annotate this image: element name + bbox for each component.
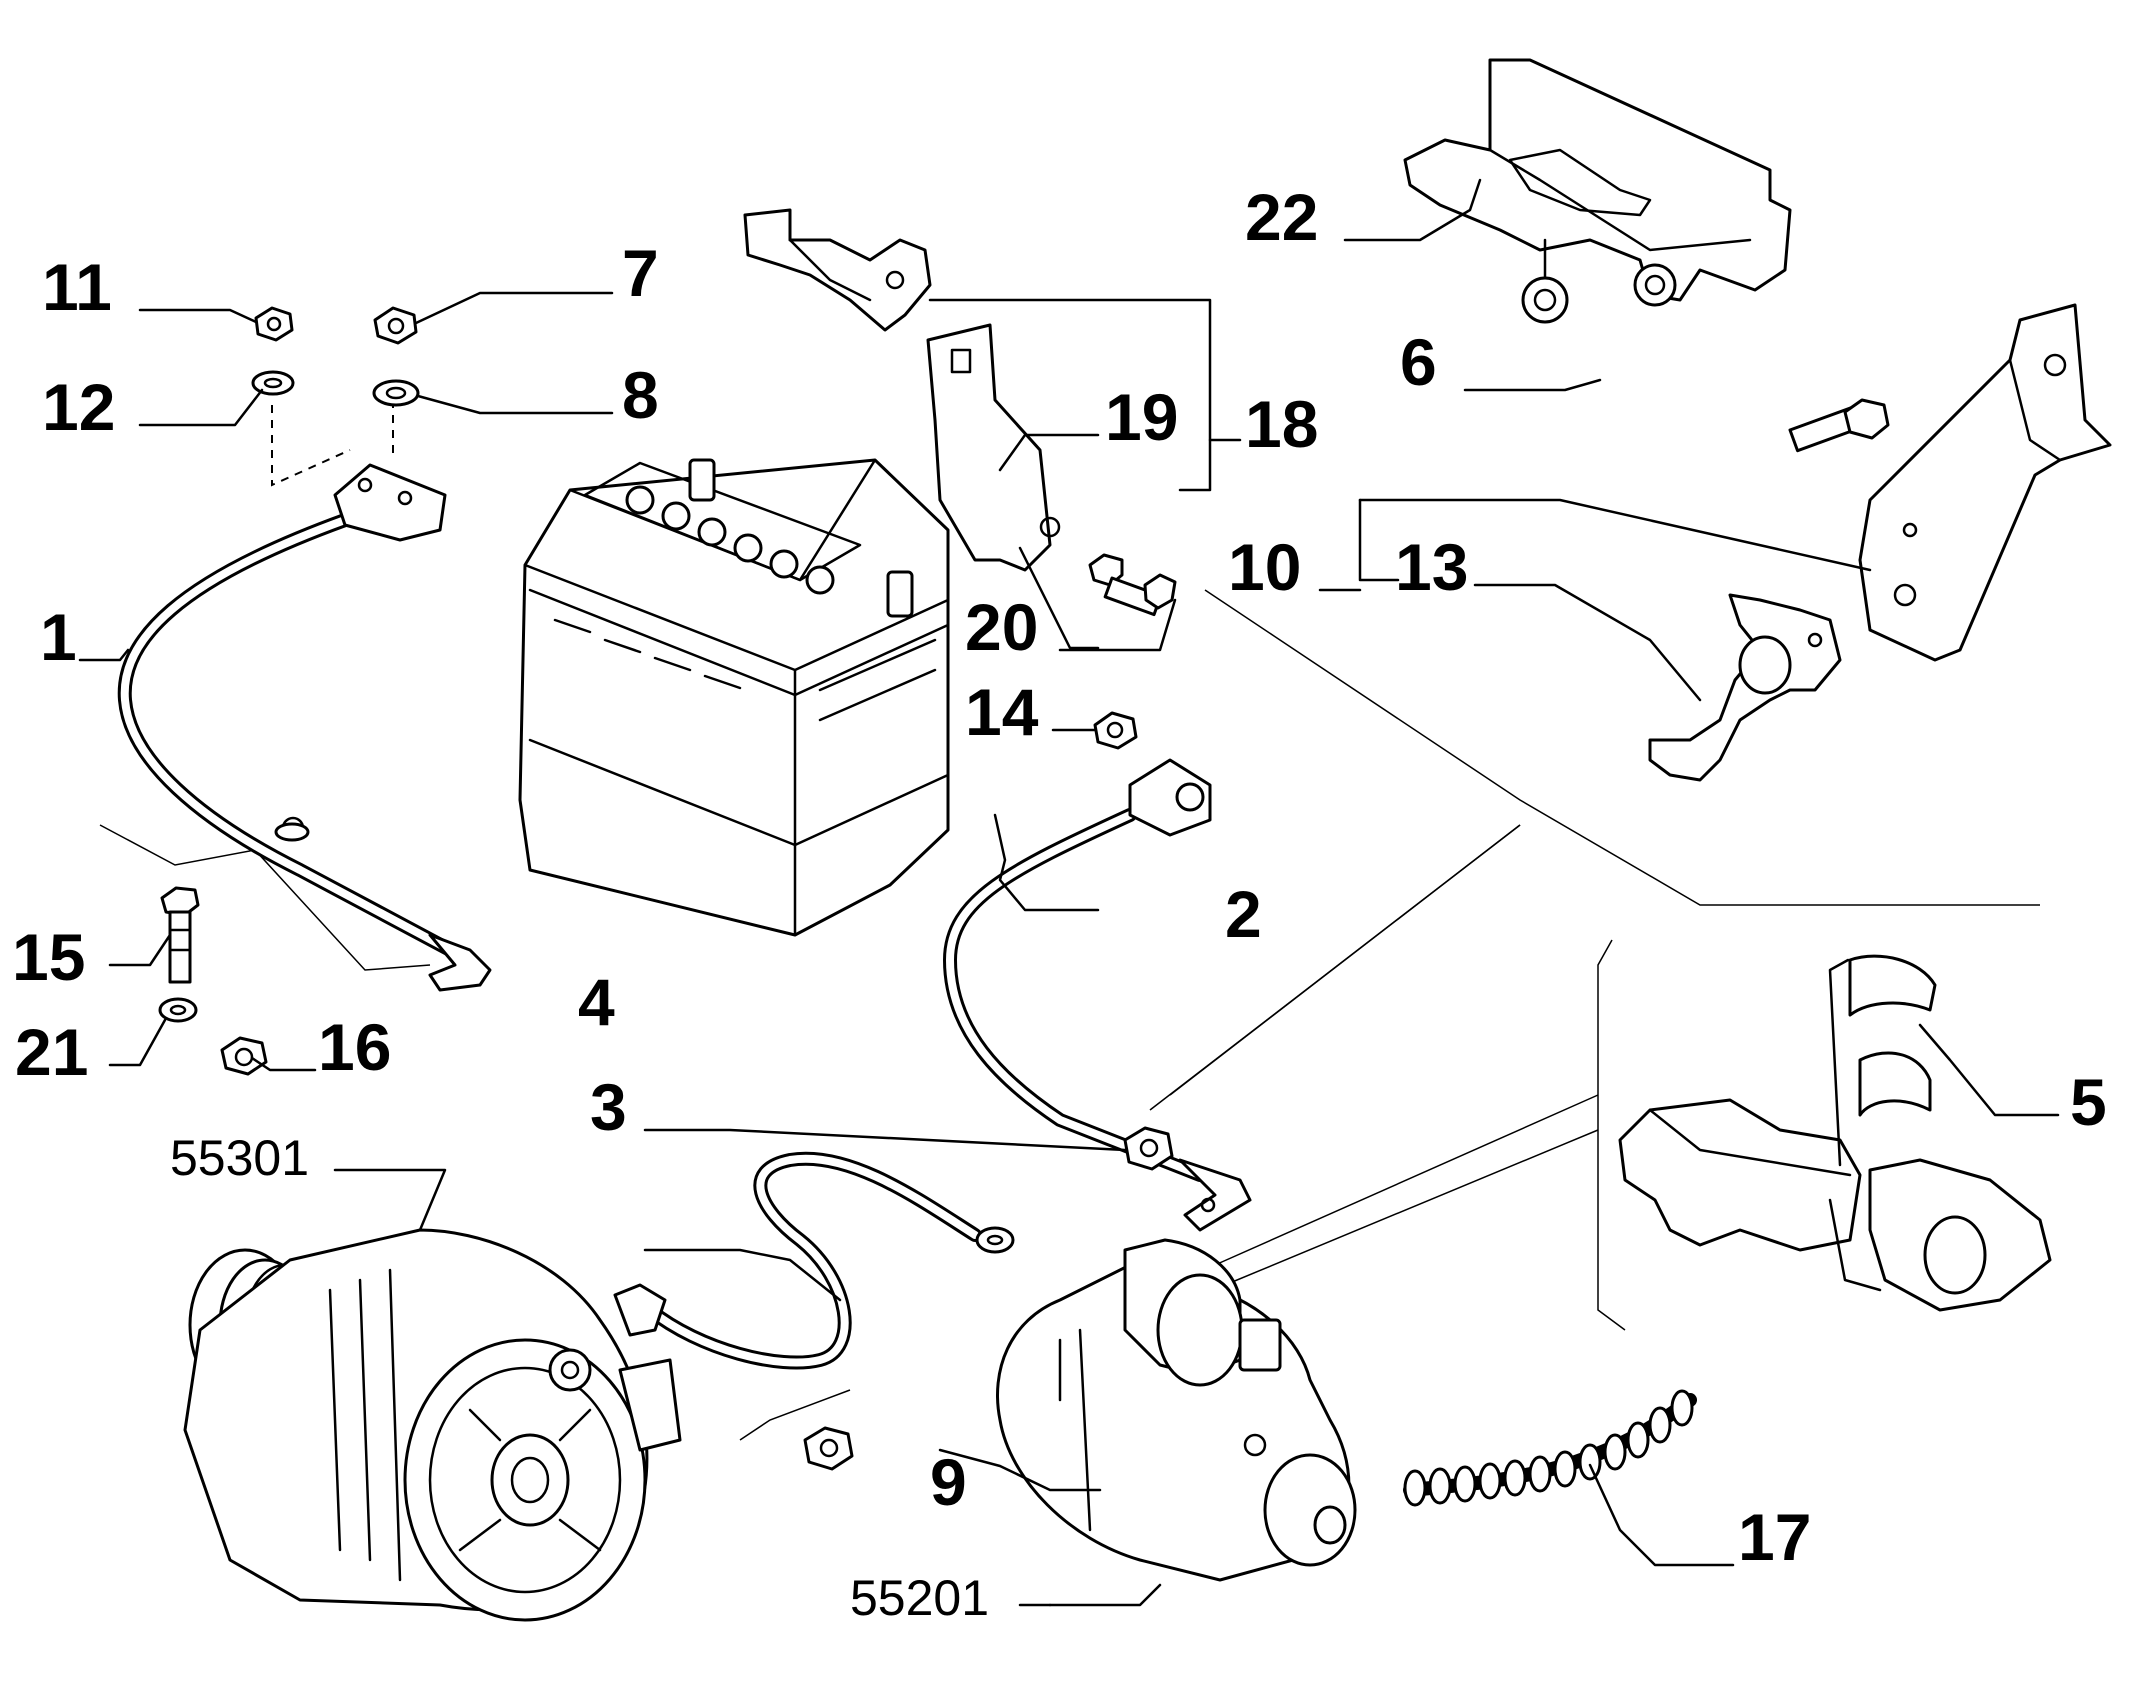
label-21: 21	[15, 1015, 88, 1089]
nut-9	[803, 1426, 854, 1471]
battery	[518, 458, 950, 937]
clamp-13	[1648, 593, 1842, 782]
label-2: 2	[1225, 877, 1262, 951]
label-19: 19	[1105, 380, 1178, 454]
label-3: 3	[590, 1070, 627, 1144]
grouping-brackets	[928, 298, 1872, 592]
bolt-15	[160, 886, 200, 984]
leader-lines-assemblies	[333, 1168, 1052, 1607]
nut-7	[373, 306, 418, 345]
connector-5	[1618, 954, 2052, 1312]
label-18: 18	[1245, 387, 1318, 461]
nut-16	[220, 1036, 268, 1076]
section-guide-lines	[99, 589, 2040, 1441]
label-55301: 55301	[170, 1130, 309, 1186]
label-14: 14	[965, 675, 1039, 749]
label-13: 13	[1395, 530, 1468, 604]
label-10: 10	[1228, 530, 1301, 604]
leader-lines	[78, 178, 2060, 1607]
mounting-plate-22	[1403, 58, 1792, 324]
label-15: 15	[12, 920, 85, 994]
label-20: 20	[965, 590, 1038, 664]
label-5: 5	[2070, 1065, 2107, 1139]
label-7: 7	[622, 236, 659, 310]
label-55201: 55201	[850, 1570, 989, 1626]
label-8: 8	[622, 358, 659, 432]
nut-11	[254, 306, 294, 342]
label-9: 9	[930, 1445, 967, 1519]
label-12: 12	[42, 370, 115, 444]
corrugated-sleeve-17	[1403, 1389, 1697, 1507]
label-1: 1	[40, 600, 77, 674]
alternator	[183, 1228, 682, 1622]
starter-motor	[996, 1238, 1357, 1582]
label-17: 17	[1738, 1500, 1811, 1574]
washer-8	[372, 379, 420, 407]
cable-3	[613, 1151, 1015, 1370]
alignment-dashes	[271, 400, 394, 487]
bolt-20	[1088, 553, 1177, 617]
cable-1	[117, 463, 492, 992]
washer-21	[158, 997, 198, 1023]
nut-14	[1093, 711, 1138, 750]
label-11: 11	[42, 250, 112, 324]
bracket-10	[1858, 303, 2112, 662]
label-6: 6	[1400, 325, 1437, 399]
nut-4	[1123, 1126, 1174, 1171]
clamp-18	[743, 208, 932, 332]
callout-labels: 1 2 3 4 5 6 7 8 9 10 11 12 13 14 15 16 1…	[12, 180, 2107, 1626]
washer-12	[251, 370, 295, 396]
label-4: 4	[578, 965, 615, 1039]
cable-2	[943, 758, 1252, 1232]
bracket-19	[926, 323, 1061, 572]
label-16: 16	[318, 1010, 391, 1084]
bolt-6	[1788, 398, 1890, 453]
label-22: 22	[1245, 180, 1318, 254]
